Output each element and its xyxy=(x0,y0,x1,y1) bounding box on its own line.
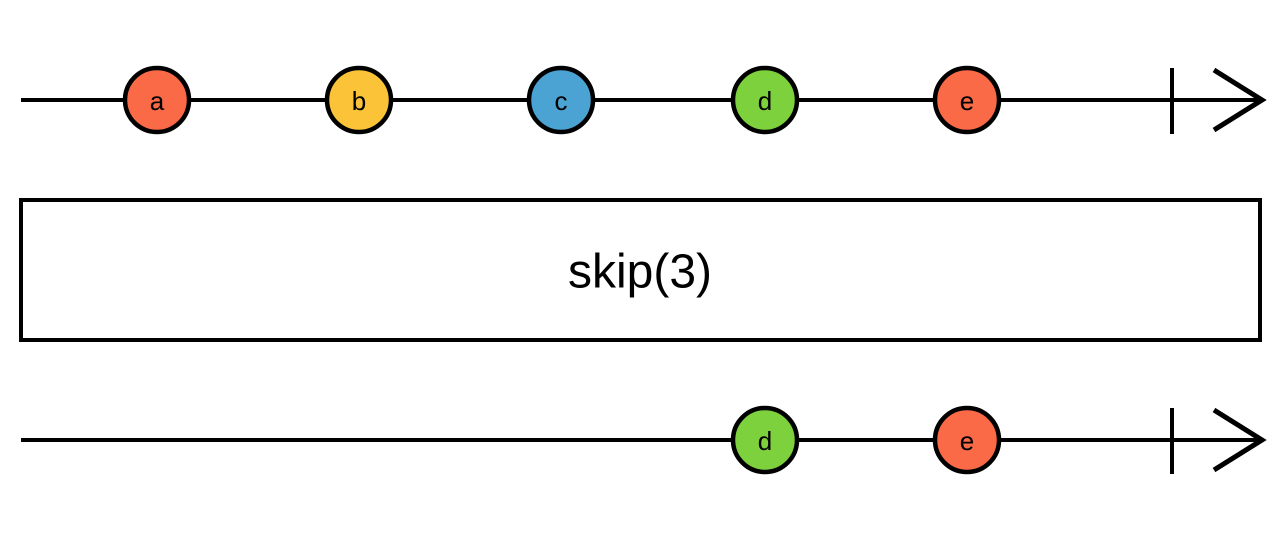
marble-label: a xyxy=(150,86,165,116)
source-marbles: a b c d e xyxy=(122,65,1002,135)
marble-e[interactable]: e xyxy=(932,405,1002,475)
marble-circle[interactable] xyxy=(122,65,192,135)
marble-a[interactable]: a xyxy=(122,65,192,135)
operator-box[interactable]: skip(3) xyxy=(19,198,1262,342)
marble-label: c xyxy=(555,86,568,116)
marble-label: d xyxy=(758,426,772,456)
result-arrowhead-icon xyxy=(1212,407,1267,473)
operator-box-rect[interactable] xyxy=(19,198,1262,342)
marble-label: e xyxy=(960,86,974,116)
source-timeline: a b c d e xyxy=(21,65,1267,135)
operator-label: skip(3) xyxy=(568,246,712,299)
marble-circle[interactable] xyxy=(730,65,800,135)
marble-circle[interactable] xyxy=(932,405,1002,475)
marble-circle[interactable] xyxy=(526,65,596,135)
marble-circle[interactable] xyxy=(324,65,394,135)
marble-b[interactable]: b xyxy=(324,65,394,135)
marble-d[interactable]: d xyxy=(730,65,800,135)
source-arrowhead-icon xyxy=(1212,67,1267,133)
marble-circle[interactable] xyxy=(730,405,800,475)
marble-e[interactable]: e xyxy=(932,65,1002,135)
marble-d[interactable]: d xyxy=(730,405,800,475)
marble-label: b xyxy=(352,86,366,116)
marble-label: e xyxy=(960,426,974,456)
marble-circle[interactable] xyxy=(932,65,1002,135)
marble-c[interactable]: c xyxy=(526,65,596,135)
marble-label: d xyxy=(758,86,772,116)
